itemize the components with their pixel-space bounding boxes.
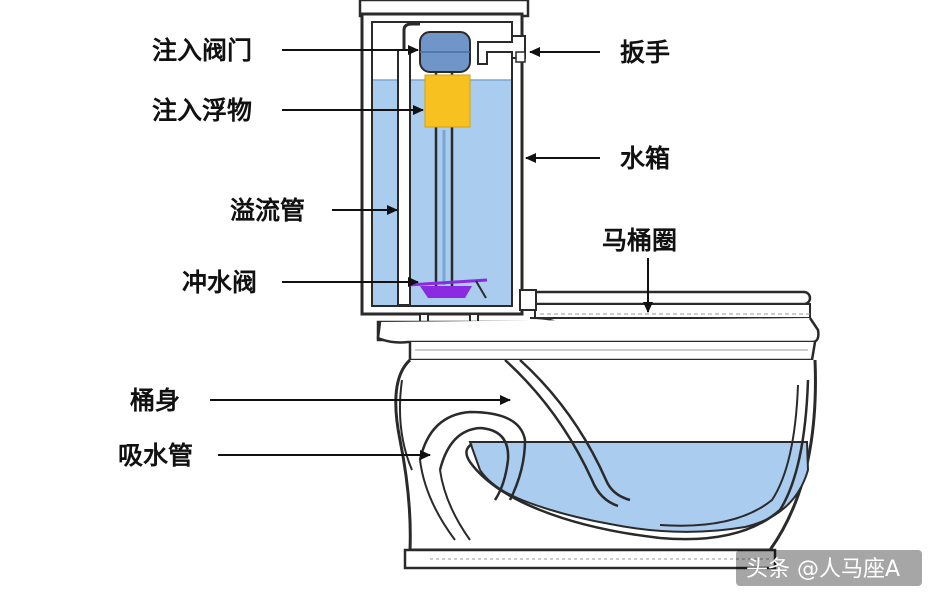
arrows — [210, 45, 653, 460]
label-overflow-pipe: 溢流管 — [230, 196, 305, 225]
label-tank: 水箱 — [620, 144, 670, 173]
inlet-valve-head — [419, 31, 471, 73]
flush-valve — [407, 278, 488, 299]
bowl — [376, 317, 820, 570]
seat — [519, 289, 812, 329]
label-flush-valve: 冲水阀 — [182, 268, 257, 297]
label-inlet-float: 注入浮物 — [152, 96, 252, 125]
handle-lever — [477, 35, 526, 65]
labels: 注入阀门 注入浮物 溢流管 冲水阀 扳手 水箱 马桶圈 桶身 吸水管 — [118, 36, 677, 470]
label-siphon-pipe: 吸水管 — [118, 441, 193, 470]
label-bowl-body: 桶身 — [130, 386, 180, 415]
watermark: 头条 @人马座A — [736, 550, 922, 586]
inlet-float — [424, 74, 471, 128]
watermark-text: 头条 @人马座A — [746, 557, 900, 582]
label-seat-ring: 马桶圈 — [602, 226, 677, 255]
label-inlet-valve: 注入阀门 — [152, 36, 252, 65]
label-handle: 扳手 — [620, 38, 670, 67]
